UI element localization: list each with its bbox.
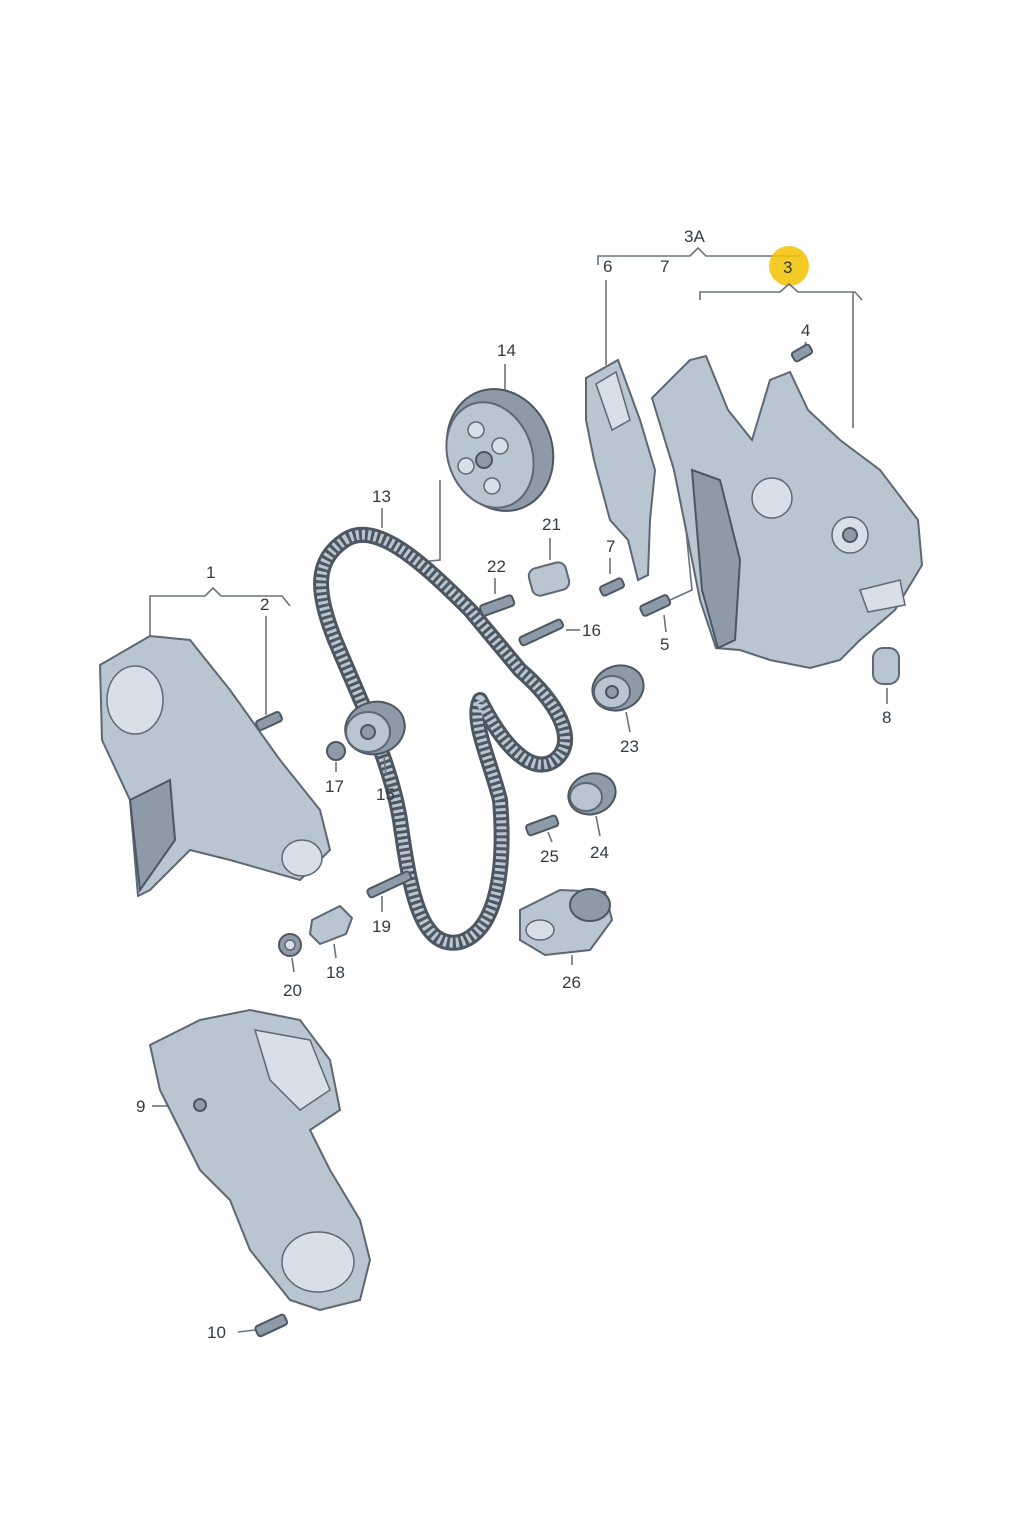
bolt-4: [790, 343, 814, 363]
label-6: 6: [603, 257, 612, 276]
bolt-2: [255, 710, 283, 732]
label-9: 9: [136, 1097, 145, 1116]
label-1: 1: [206, 563, 215, 582]
label-19: 19: [372, 917, 391, 936]
camshaft-sprocket-14: [445, 388, 555, 512]
label-25: 25: [540, 847, 559, 866]
label-2: 2: [260, 595, 269, 614]
label-10: 10: [207, 1323, 226, 1342]
label-13: 13: [372, 487, 391, 506]
water-pump-26: [519, 888, 614, 957]
label-8: 8: [882, 708, 891, 727]
bolt-7: [598, 577, 626, 597]
label-3a: 3A: [684, 227, 705, 246]
sleeve-21: [527, 561, 571, 597]
bolt-5: [639, 594, 672, 617]
highlight-marker: [769, 246, 809, 286]
bolt-22: [479, 594, 516, 617]
label-16: 16: [582, 621, 601, 640]
front-cover-lower-9: [148, 1008, 372, 1312]
label-23: 23: [620, 737, 639, 756]
label-14: 14: [497, 341, 516, 360]
label-3: 3: [783, 258, 792, 277]
nut-20: [278, 933, 302, 957]
spacer-18: [308, 904, 354, 946]
bracket-3a: [597, 246, 800, 265]
plug-8: [872, 647, 900, 685]
label-18: 18: [326, 963, 345, 982]
upper-cover-6: [585, 358, 657, 582]
stud-19: [366, 870, 412, 899]
idler-pulley-24: [567, 772, 617, 816]
label-21: 21: [542, 515, 561, 534]
label-5: 5: [660, 635, 669, 654]
label-7-top: 7: [660, 257, 669, 276]
front-cover-upper-1: [98, 634, 332, 898]
bolt-10: [254, 1313, 289, 1338]
label-26: 26: [562, 973, 581, 992]
label-4: 4: [801, 321, 810, 340]
stud-16: [518, 618, 564, 647]
label-7-bolt: 7: [606, 537, 615, 556]
bracket-3: [699, 282, 863, 301]
label-17: 17: [325, 777, 344, 796]
bolt-25: [525, 814, 560, 837]
label-22: 22: [487, 557, 506, 576]
label-20: 20: [283, 981, 302, 1000]
nut-17: [326, 741, 346, 761]
tensioner-15: [344, 700, 406, 756]
label-15: 15: [376, 785, 395, 804]
bracket-1: [149, 586, 291, 607]
label-24: 24: [590, 843, 609, 862]
idler-pulley-23: [591, 664, 645, 712]
